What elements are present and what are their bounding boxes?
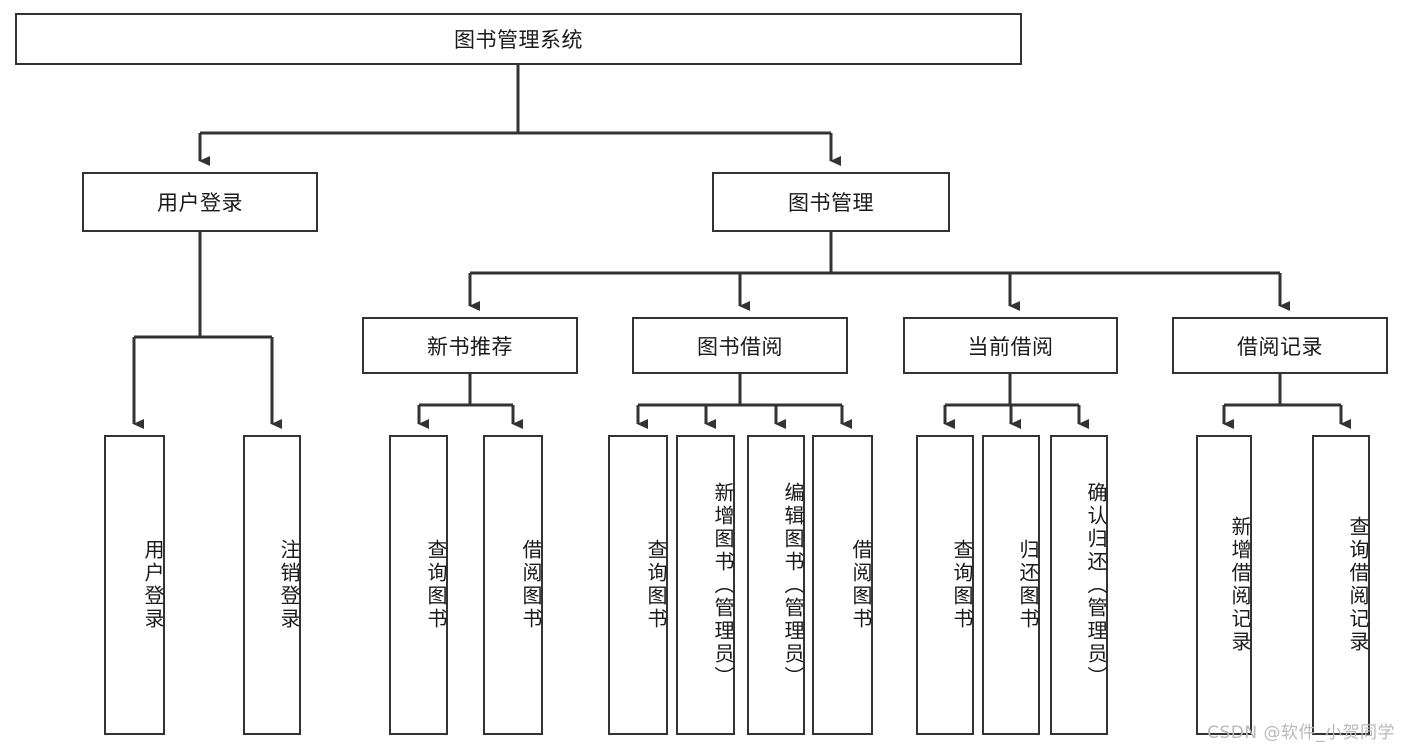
node-label: 查询借阅记录 [1346, 516, 1370, 654]
node-label: 借阅图书 [849, 539, 873, 631]
node-label: 当前借阅 [967, 334, 1054, 359]
node-leaf-用户登录[interactable]: 用户登录 [104, 435, 165, 735]
node-leaf-查询借阅记录[interactable]: 查询借阅记录 [1312, 435, 1370, 735]
node-label: 图书管理系统 [454, 28, 583, 52]
node-leaf-归还图书[interactable]: 归还图书 [982, 435, 1040, 735]
node-label: 图书管理 [788, 191, 874, 215]
node-label: 借阅图书 [519, 539, 543, 631]
node-leaf-查询图书[interactable]: 查询图书 [916, 435, 974, 735]
node-branch-图书借阅[interactable]: 图书借阅 [632, 317, 848, 374]
node-label: 新书推荐 [427, 334, 513, 359]
node-label: 注销登录 [277, 539, 301, 631]
node-branch-当前借阅[interactable]: 当前借阅 [903, 317, 1118, 374]
node-label: 查询图书 [424, 539, 448, 631]
node-leaf-确认归还管理员[interactable]: 确认归还（管理员） [1050, 435, 1108, 735]
node-branch-用户登录[interactable]: 用户登录 [82, 172, 318, 232]
tree-connectors [132, 65, 1351, 429]
node-label: 图书借阅 [697, 334, 783, 359]
node-branch-借阅记录[interactable]: 借阅记录 [1172, 317, 1388, 374]
csdn-watermark: CSDN @软件_小贺同学 [1207, 723, 1395, 743]
node-label: 新增借阅记录 [1228, 516, 1252, 654]
node-leaf-借阅图书[interactable]: 借阅图书 [483, 435, 543, 735]
node-branch-新书推荐[interactable]: 新书推荐 [362, 317, 578, 374]
node-label: 确认归还（管理员） [1084, 481, 1108, 689]
node-root-图书管理系统[interactable]: 图书管理系统 [15, 13, 1022, 65]
node-label: 用户登录 [141, 539, 165, 631]
node-leaf-查询图书[interactable]: 查询图书 [389, 435, 448, 735]
node-label: 用户登录 [157, 191, 243, 215]
node-label: 借阅记录 [1237, 334, 1323, 359]
node-leaf-注销登录[interactable]: 注销登录 [243, 435, 301, 735]
node-leaf-编辑图书管理员[interactable]: 编辑图书（管理员） [747, 435, 805, 735]
node-leaf-新增借阅记录[interactable]: 新增借阅记录 [1196, 435, 1252, 735]
node-label: 归还图书 [1016, 539, 1040, 631]
node-label: 新增图书（管理员） [711, 481, 735, 689]
node-leaf-查询图书[interactable]: 查询图书 [608, 435, 668, 735]
node-label: 查询图书 [950, 539, 974, 631]
node-branch-图书管理[interactable]: 图书管理 [712, 172, 950, 232]
node-label: 编辑图书（管理员） [781, 481, 805, 689]
node-label: 查询图书 [644, 539, 668, 631]
node-leaf-借阅图书[interactable]: 借阅图书 [812, 435, 873, 735]
node-leaf-新增图书管理员[interactable]: 新增图书（管理员） [676, 435, 735, 735]
